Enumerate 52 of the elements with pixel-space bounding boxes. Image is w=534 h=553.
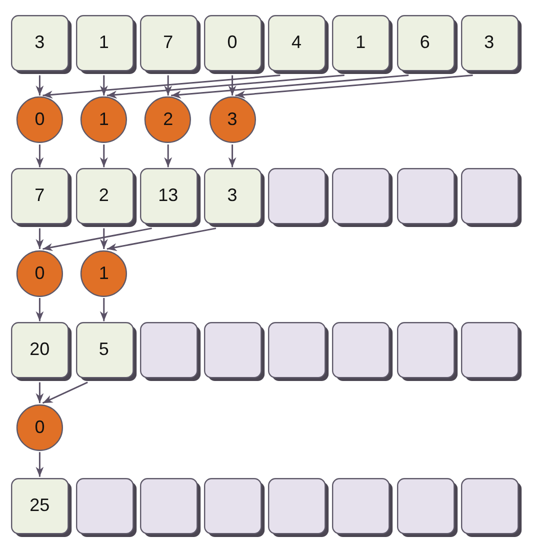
empty-array-cell [460,168,522,228]
empty-array-cell [140,478,201,538]
arrow [228,144,236,168]
thread-circle: 0 [16,250,64,298]
arrow [36,228,44,249]
empty-array-cell [396,322,458,382]
arrow [36,75,44,96]
empty-array-cell [332,168,394,228]
arrow [106,74,344,99]
arrow [100,228,108,249]
empty-array-cell [396,168,458,228]
empty-array-cell [268,478,330,538]
empty-array-cell [332,478,394,538]
array-cell: 1 [332,15,394,74]
empty-array-cell [268,168,330,228]
empty-array-cell [460,322,522,382]
array-cell: 3 [460,15,522,74]
empty-array-cell [460,478,522,538]
empty-array-cell [332,322,394,382]
thread-circle: 2 [144,96,192,144]
arrow [36,452,44,477]
array-cell: 7 [140,15,201,74]
empty-array-cell [76,478,137,538]
empty-array-cell [396,478,458,538]
arrow [171,74,409,99]
thread-circle: 0 [16,404,64,452]
arrow [36,144,44,168]
arrow [228,75,236,96]
thread-circle: 3 [208,96,256,144]
arrow [106,228,216,252]
arrow [42,74,280,99]
arrow [42,228,152,252]
thread-circle: 1 [80,250,128,298]
empty-array-cell [268,322,330,382]
arrow [100,75,108,96]
empty-array-cell [204,322,266,382]
arrow [42,382,88,404]
arrow [100,298,108,322]
arrow [36,382,44,404]
array-cell: 20 [11,322,72,382]
array-cell: 13 [140,168,201,228]
thread-circle: 1 [80,96,128,144]
empty-array-cell [140,322,201,382]
empty-array-cell [204,478,266,538]
thread-circle: 0 [16,96,64,144]
arrow [100,144,108,168]
arrow [235,74,473,99]
array-cell: 3 [11,15,72,74]
arrow [164,144,172,168]
arrow [164,75,172,96]
array-cell: 7 [11,168,72,228]
arrow [36,298,44,322]
